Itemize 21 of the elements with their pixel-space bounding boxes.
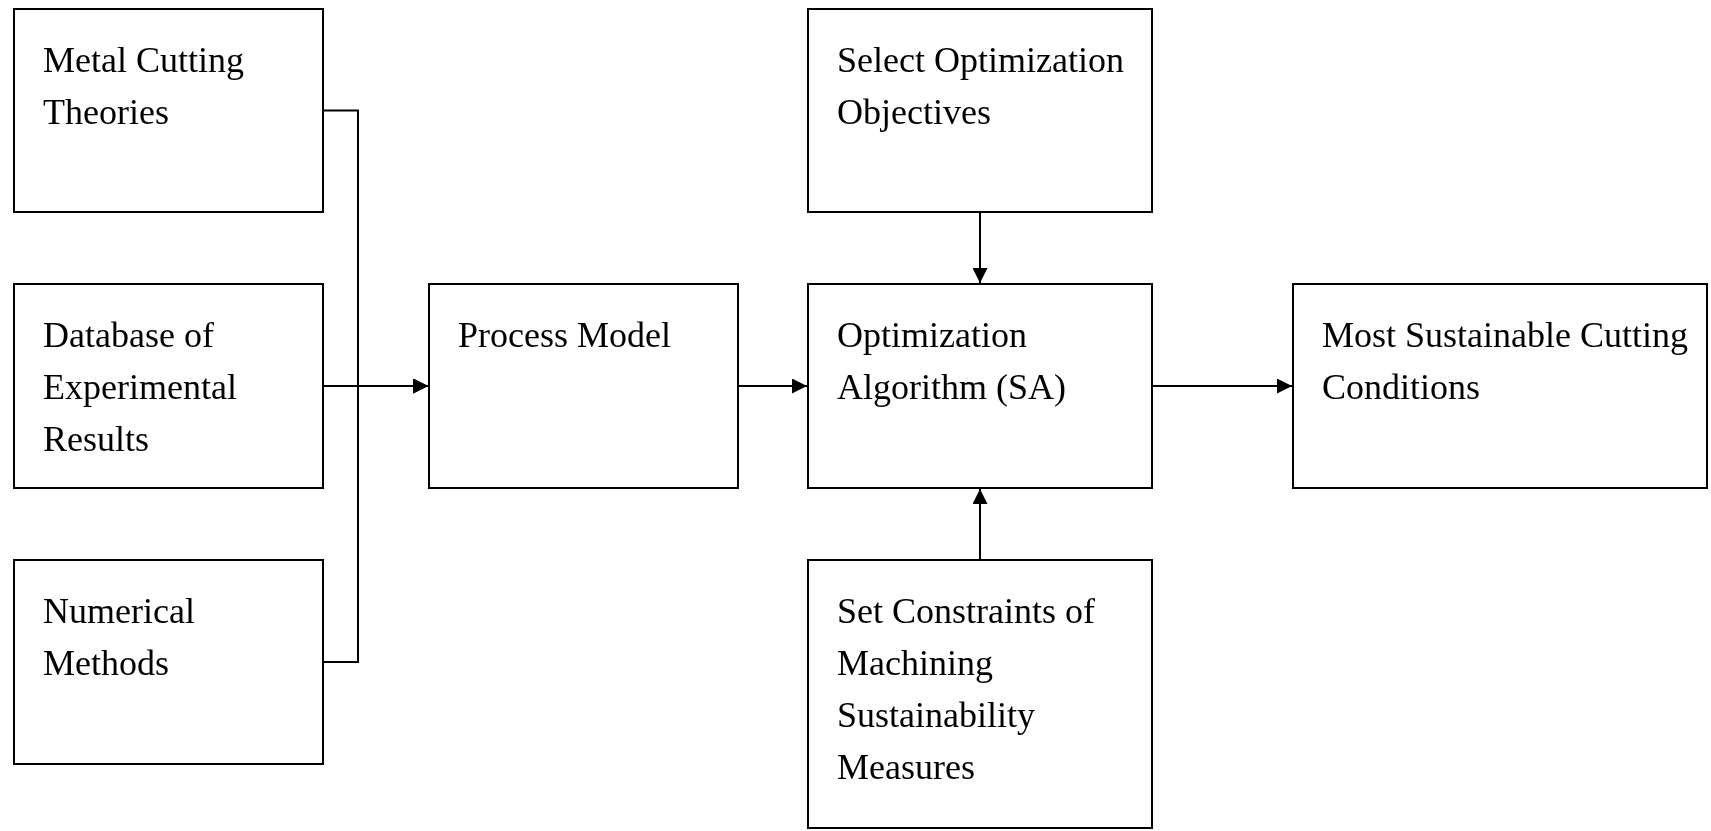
arrow — [972, 212, 988, 284]
arrow — [1152, 378, 1293, 394]
box-label: Most Sustainable Cutting Conditions — [1322, 314, 1689, 409]
box-label: Optimization Algorithm (SA) — [837, 314, 1067, 409]
box-label: Metal Cutting Theories — [43, 39, 245, 134]
box-label: Process Model — [458, 314, 672, 357]
box-label: Database of Experimental Results — [43, 314, 238, 461]
box-label: Select Optimization Objectives — [837, 39, 1125, 134]
process-box — [428, 283, 739, 489]
arrow — [738, 378, 808, 394]
process-box — [807, 559, 1153, 829]
arrow — [323, 378, 429, 663]
process-box — [1292, 283, 1708, 489]
arrow — [972, 488, 988, 560]
process-box — [807, 283, 1153, 489]
box-label: Set Constraints of Machining Sustainability Measures — [837, 590, 1096, 789]
process-box — [807, 8, 1153, 213]
process-box — [13, 8, 324, 213]
process-box — [13, 559, 324, 765]
process-box — [13, 283, 324, 489]
box-label: Numerical Methods — [43, 590, 196, 685]
